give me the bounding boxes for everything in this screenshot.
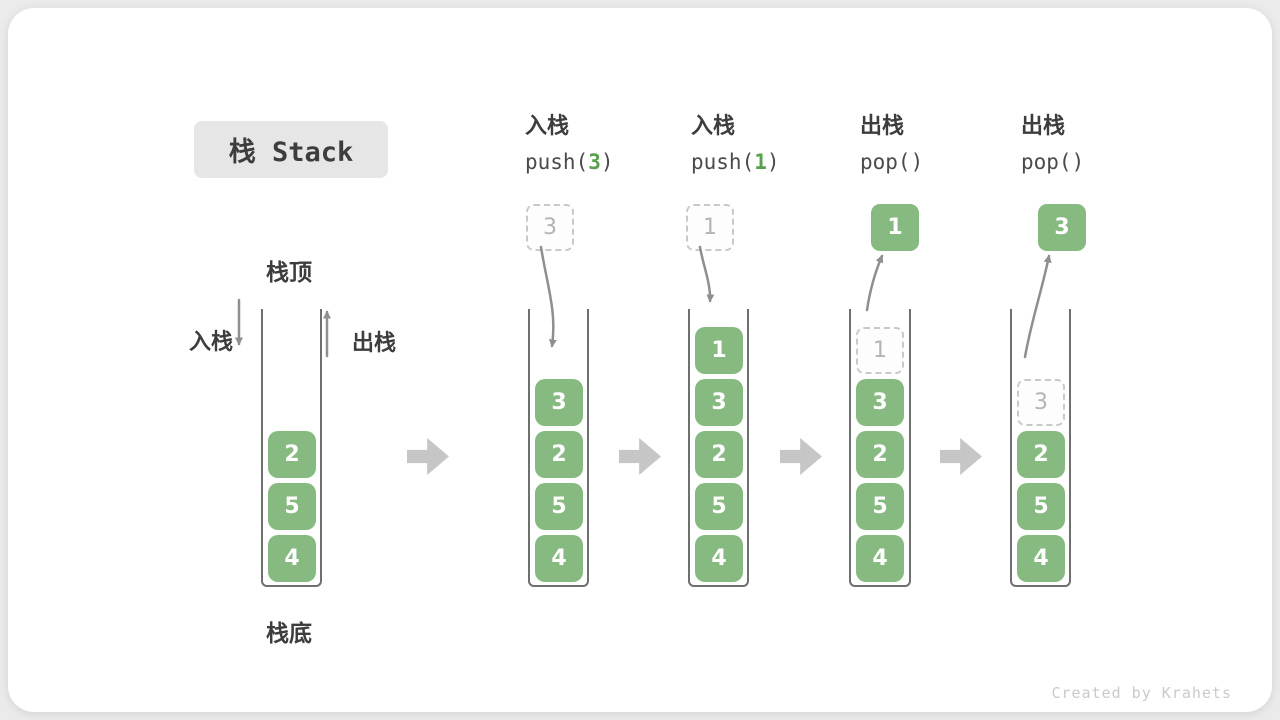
call-pre: push( bbox=[525, 150, 589, 174]
call-arg: 3 bbox=[588, 150, 601, 174]
call-post: ) bbox=[766, 150, 780, 174]
stack-block: 2 bbox=[695, 431, 743, 478]
stack-block: 5 bbox=[695, 483, 743, 530]
next-state-arrow-icon bbox=[407, 438, 449, 475]
stack-container-after-push-1: 1 3 2 5 4 bbox=[688, 309, 749, 587]
call-post: ) bbox=[1071, 150, 1085, 174]
stack-block: 1 bbox=[695, 327, 743, 374]
next-state-arrow-icon bbox=[780, 438, 822, 475]
op-call: pop() bbox=[860, 149, 1020, 175]
op-name: 入栈 bbox=[691, 114, 736, 139]
call-post: ) bbox=[910, 150, 924, 174]
call-pre: pop( bbox=[860, 150, 911, 174]
stack-block: 2 bbox=[1017, 431, 1065, 478]
stack-block: 3 bbox=[695, 379, 743, 426]
stack-bottom-label: 栈底 bbox=[266, 621, 312, 647]
op-name: 出栈 bbox=[860, 114, 905, 139]
stack-block: 4 bbox=[268, 535, 316, 582]
next-state-arrow-icon bbox=[940, 438, 982, 475]
value: 1 bbox=[887, 215, 903, 240]
stack-container-after-push-3: 3 2 5 4 bbox=[528, 309, 589, 587]
popped-value-1: 1 bbox=[871, 204, 919, 251]
op-call: push(1) bbox=[691, 149, 851, 175]
op-call: pop() bbox=[1021, 149, 1181, 175]
op-label-push-1: 入栈 push(1) bbox=[691, 114, 851, 175]
title-text: 栈 Stack bbox=[228, 137, 354, 168]
stack-block: 2 bbox=[268, 431, 316, 478]
call-arg: 1 bbox=[754, 150, 767, 174]
stack-block: 5 bbox=[535, 483, 583, 530]
call-pre: push( bbox=[691, 150, 755, 174]
watermark: Created by Krahets bbox=[1051, 684, 1232, 702]
stack-top-label: 栈顶 bbox=[266, 260, 312, 286]
pending-push-value-3: 3 bbox=[526, 204, 574, 251]
ghost-block: 3 bbox=[1017, 379, 1065, 426]
stack-container-after-pop-3: 3 2 5 4 bbox=[1010, 309, 1071, 587]
push-direction-label: 入栈 bbox=[189, 330, 234, 355]
stack-block: 5 bbox=[1017, 483, 1065, 530]
value: 3 bbox=[543, 215, 557, 240]
value: 3 bbox=[1054, 215, 1070, 240]
stack-block: 3 bbox=[535, 379, 583, 426]
figure-card: 栈 Stack 入栈 push(3) 入栈 push(1) 出栈 pop() 出… bbox=[8, 8, 1272, 712]
stack-block: 4 bbox=[695, 535, 743, 582]
pop-1-motion-arrow-icon bbox=[865, 254, 884, 312]
call-pre: pop( bbox=[1021, 150, 1072, 174]
stack-container-after-pop-1: 1 3 2 5 4 bbox=[849, 309, 911, 587]
stack-block: 2 bbox=[535, 431, 583, 478]
call-post: ) bbox=[600, 150, 614, 174]
op-call: push(3) bbox=[525, 149, 685, 175]
value: 1 bbox=[703, 215, 717, 240]
stack-block: 5 bbox=[268, 483, 316, 530]
title-badge: 栈 Stack bbox=[194, 121, 388, 178]
op-label-pop-1: 出栈 pop() bbox=[860, 114, 1020, 175]
stack-block: 2 bbox=[856, 431, 904, 478]
pending-push-value-1: 1 bbox=[686, 204, 734, 251]
stack-block: 4 bbox=[856, 535, 904, 582]
op-label-push-3: 入栈 push(3) bbox=[525, 114, 685, 175]
op-name: 入栈 bbox=[525, 114, 570, 139]
popped-value-3: 3 bbox=[1038, 204, 1086, 251]
stack-block: 4 bbox=[1017, 535, 1065, 582]
stack-block: 4 bbox=[535, 535, 583, 582]
op-name: 出栈 bbox=[1021, 114, 1066, 139]
next-state-arrow-icon bbox=[619, 438, 661, 475]
ghost-block: 1 bbox=[856, 327, 904, 374]
stack-container-initial: 2 5 4 bbox=[261, 309, 322, 587]
push-1-motion-arrow-icon bbox=[698, 245, 715, 303]
stack-block: 5 bbox=[856, 483, 904, 530]
pop-direction-label: 出栈 bbox=[352, 331, 397, 356]
op-label-pop-2: 出栈 pop() bbox=[1021, 114, 1181, 175]
stack-block: 3 bbox=[856, 379, 904, 426]
